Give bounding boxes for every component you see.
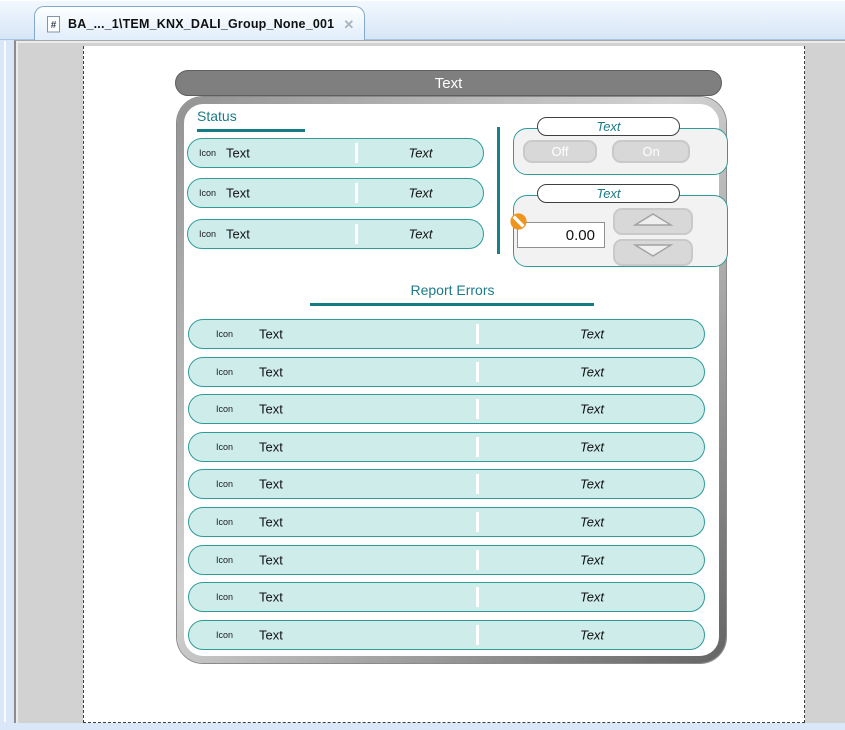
row-label: Text: [259, 514, 283, 530]
row-divider: [476, 437, 479, 457]
row-icon-placeholder: Icon: [216, 517, 234, 527]
section-divider: [497, 127, 500, 254]
row-value: Text: [579, 401, 605, 417]
no-entry-icon: [510, 213, 527, 230]
tab-bar: # BA_..._1\TEM_KNX_DALI_Group_None_001 ✕: [0, 0, 845, 41]
row-divider: [355, 183, 358, 203]
row-label: Text: [259, 589, 283, 605]
row-label: Text: [226, 185, 250, 201]
row-value: Text: [579, 514, 605, 530]
report-errors-heading: Report Errors: [410, 282, 495, 298]
row-value: Text: [579, 326, 605, 342]
setpoint-group-title-oval: Text: [537, 184, 680, 203]
status-row[interactable]: Icon Text Text: [187, 178, 484, 208]
row-divider: [476, 474, 479, 494]
row-divider: [476, 362, 479, 382]
status-underline: [197, 129, 305, 132]
report-row[interactable]: Icon Text Text: [188, 319, 705, 349]
report-row[interactable]: Icon Text Text: [188, 620, 705, 650]
row-icon-placeholder: Icon: [216, 329, 234, 339]
row-divider: [476, 512, 479, 532]
row-divider: [476, 587, 479, 607]
left-edge-highlight: [4, 41, 6, 722]
row-value: Text: [408, 185, 433, 201]
tab-title: BA_..._1\TEM_KNX_DALI_Group_None_001: [68, 17, 335, 31]
row-value: Text: [579, 476, 605, 492]
row-icon-placeholder: Icon: [216, 367, 234, 377]
row-label: Text: [259, 476, 283, 492]
row-value: Text: [579, 627, 605, 643]
row-label: Text: [259, 326, 283, 342]
setpoint-value-field[interactable]: 0.00: [517, 222, 605, 248]
row-label: Text: [259, 627, 283, 643]
report-row[interactable]: Icon Text Text: [188, 582, 705, 612]
report-row[interactable]: Icon Text Text: [188, 394, 705, 424]
row-icon-placeholder: Icon: [199, 229, 217, 239]
setpoint-group-title: Text: [596, 186, 621, 201]
row-label: Text: [259, 364, 283, 380]
switch-group-title: Text: [596, 119, 621, 134]
row-icon-placeholder: Icon: [216, 442, 234, 452]
triangle-down-icon: [631, 243, 675, 263]
row-icon-placeholder: Icon: [216, 555, 234, 565]
row-icon-placeholder: Icon: [216, 404, 234, 414]
row-divider: [476, 324, 479, 344]
off-button[interactable]: Off: [523, 140, 597, 163]
row-label: Text: [226, 226, 250, 242]
status-row[interactable]: Icon Text Text: [187, 138, 484, 168]
row-label: Text: [259, 401, 283, 417]
decrement-button[interactable]: [613, 239, 693, 266]
document-tab[interactable]: # BA_..._1\TEM_KNX_DALI_Group_None_001 ✕: [34, 6, 366, 41]
title-bar-widget[interactable]: Text: [175, 70, 722, 96]
row-icon-placeholder: Icon: [216, 479, 234, 489]
row-icon-placeholder: Icon: [199, 148, 217, 158]
report-row[interactable]: Icon Text Text: [188, 469, 705, 499]
row-divider: [355, 224, 358, 244]
on-button-label: On: [642, 144, 660, 159]
row-label: Text: [259, 439, 283, 455]
title-bar-text: Text: [434, 74, 463, 92]
report-row[interactable]: Icon Text Text: [188, 432, 705, 462]
report-row[interactable]: Icon Text Text: [188, 507, 705, 537]
row-value: Text: [579, 552, 605, 568]
on-button[interactable]: On: [612, 140, 690, 163]
row-divider: [476, 550, 479, 570]
svg-text:#: #: [51, 20, 57, 31]
row-icon-placeholder: Icon: [216, 630, 234, 640]
document-hash-icon: #: [47, 15, 61, 33]
report-errors-underline: [310, 303, 594, 306]
row-icon-placeholder: Icon: [199, 188, 217, 198]
triangle-up-icon: [631, 212, 675, 232]
status-row[interactable]: Icon Text Text: [187, 219, 484, 249]
row-icon-placeholder: Icon: [216, 592, 234, 602]
report-row[interactable]: Icon Text Text: [188, 545, 705, 575]
row-divider: [355, 143, 358, 163]
off-button-label: Off: [551, 144, 569, 159]
switch-group-title-oval: Text: [537, 117, 680, 136]
status-heading: Status: [197, 108, 237, 124]
row-value: Text: [408, 226, 433, 242]
row-divider: [476, 399, 479, 419]
row-value: Text: [579, 364, 605, 380]
row-value: Text: [408, 145, 433, 161]
row-value: Text: [579, 439, 605, 455]
row-divider: [476, 625, 479, 645]
increment-button[interactable]: [613, 208, 693, 235]
row-value: Text: [579, 589, 605, 605]
row-label: Text: [259, 552, 283, 568]
close-icon[interactable]: ✕: [343, 16, 355, 32]
row-label: Text: [226, 145, 250, 161]
report-row[interactable]: Icon Text Text: [188, 357, 705, 387]
